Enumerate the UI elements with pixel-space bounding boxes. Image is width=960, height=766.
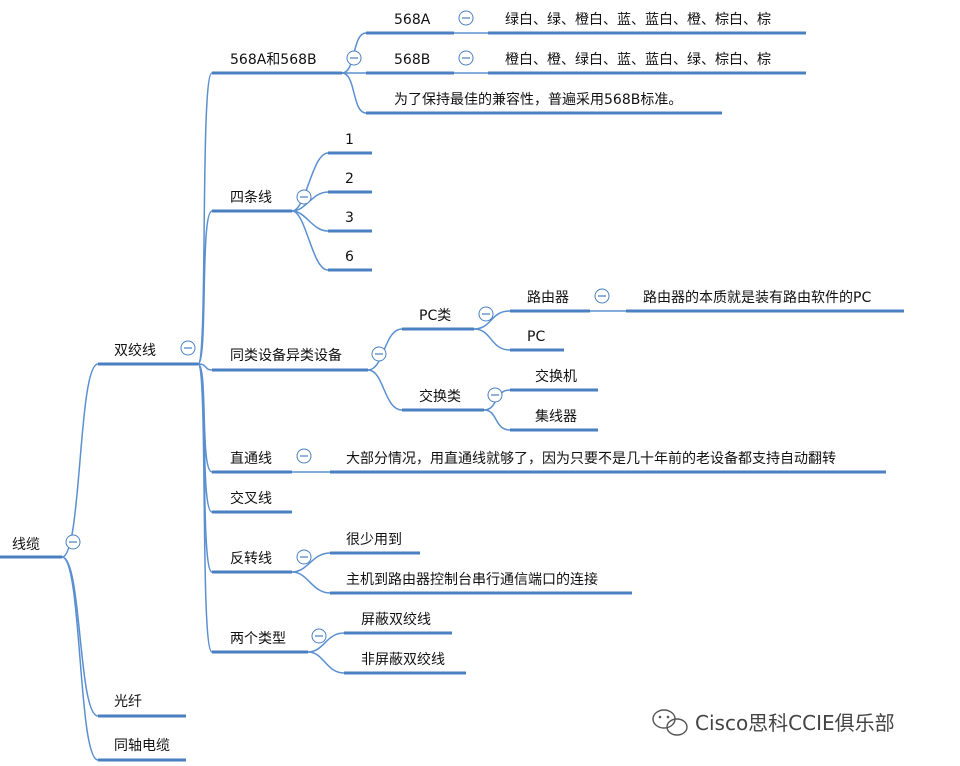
node-straight-note[interactable]: 大部分情况，用直通线就够了，因为只要不是几十年前的老设备都支持自动翻转 [346, 450, 836, 467]
collapse-toggle-same-diff[interactable] [371, 346, 387, 362]
node-rollover[interactable]: 反转线 [230, 551, 272, 567]
node-pc-class[interactable]: PC类 [419, 308, 451, 324]
node-router[interactable]: 路由器 [527, 290, 569, 306]
collapse-toggle-twisted-pair[interactable] [180, 340, 196, 356]
collapse-toggle-568b[interactable] [458, 50, 474, 66]
node-568a-order[interactable]: 绿白、绿、橙白、蓝、蓝白、橙、棕白、棕 [505, 12, 771, 28]
node-wire-1[interactable]: 1 [345, 132, 354, 148]
node-switch-class[interactable]: 交换类 [419, 388, 461, 405]
node-wire-3[interactable]: 3 [345, 210, 354, 226]
node-same-diff[interactable]: 同类设备异类设备 [230, 347, 342, 364]
collapse-toggle-switch-class[interactable] [487, 387, 503, 403]
node-two-types[interactable]: 两个类型 [230, 631, 286, 647]
node-568ab[interactable]: 568A和568B [230, 52, 317, 68]
watermark-text: Cisco思科CCIE俱乐部 [695, 711, 895, 735]
node-wire-6[interactable]: 6 [345, 249, 354, 265]
chat-bubble-icon [652, 709, 688, 736]
node-utp[interactable]: 非屏蔽双绞线 [361, 651, 445, 668]
node-fiber[interactable]: 光纤 [114, 694, 142, 710]
collapse-toggle-straight[interactable] [296, 448, 312, 464]
node-router-note[interactable]: 路由器的本质就是装有路由软件的PC [643, 290, 871, 306]
node-568a[interactable]: 568A [394, 12, 431, 28]
node-twisted-pair[interactable]: 双绞线 [114, 342, 156, 359]
node-four-wires[interactable]: 四条线 [230, 189, 272, 206]
node-straight[interactable]: 直通线 [230, 450, 272, 467]
node-coax[interactable]: 同轴电缆 [114, 738, 170, 754]
node-switch[interactable]: 交换机 [535, 368, 577, 385]
node-hub[interactable]: 集线器 [535, 408, 577, 425]
collapse-toggle-568ab[interactable] [346, 50, 362, 66]
node-rollover-note-2[interactable]: 主机到路由器控制台串行通信端口的连接 [346, 571, 598, 588]
collapse-toggle-router[interactable] [594, 288, 610, 304]
node-underlines [0, 31, 904, 762]
collapse-toggle-pc-class[interactable] [478, 306, 494, 322]
collapse-toggle-root[interactable] [65, 534, 81, 550]
collapse-toggle-four-wires[interactable] [296, 189, 312, 205]
node-568-note[interactable]: 为了保持最佳的兼容性，普遍采用568B标准。 [394, 91, 682, 108]
collapse-toggles [65, 10, 610, 644]
node-root[interactable]: 线缆 [12, 537, 40, 553]
node-stp[interactable]: 屏蔽双绞线 [361, 611, 431, 628]
node-labels: 线缆 双绞线 光纤 同轴电缆 568A和568B 568A 绿白、绿、橙白、蓝、… [12, 12, 871, 754]
node-rollover-note-1[interactable]: 很少用到 [346, 532, 402, 548]
collapse-toggle-two-types[interactable] [311, 628, 327, 644]
collapse-toggle-rollover[interactable] [296, 549, 312, 565]
node-wire-2[interactable]: 2 [345, 171, 354, 187]
watermark: Cisco思科CCIE俱乐部 [652, 709, 895, 736]
connector-lines [61, 32, 626, 761]
node-568b[interactable]: 568B [394, 52, 430, 68]
node-568b-order[interactable]: 橙白、橙、绿白、蓝、蓝白、绿、棕白、棕 [505, 52, 771, 68]
node-pc[interactable]: PC [527, 329, 545, 345]
collapse-toggle-568a[interactable] [458, 10, 474, 26]
node-crossover[interactable]: 交叉线 [230, 490, 272, 507]
